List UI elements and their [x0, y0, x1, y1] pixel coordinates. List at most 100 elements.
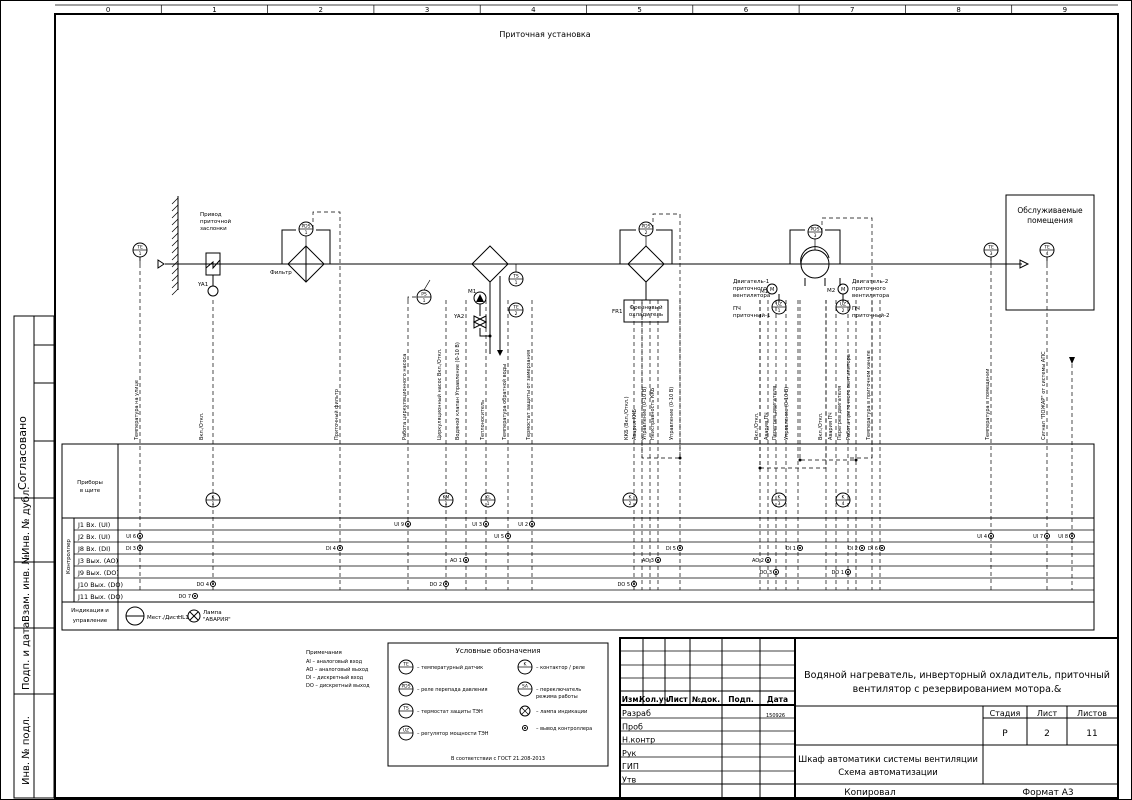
svg-text:2: 2 — [645, 230, 648, 236]
svg-text:DO 5: DO 5 — [617, 582, 630, 588]
svg-text:K: K — [778, 495, 782, 501]
legend-item-0: TE– температурный датчик — [398, 659, 483, 675]
svg-text:TE: TE — [987, 245, 994, 251]
signal-lines — [139, 211, 1073, 590]
legend-item-4: K– контактор / реле — [517, 659, 585, 675]
terminal-ui-7: UI 7 — [1033, 533, 1050, 540]
legend-item-1: PDS– реле перепада давления — [398, 681, 488, 697]
svg-text:UZ: UZ — [776, 302, 782, 308]
water-heater: M1 YA2 — [453, 245, 509, 356]
tb-role-3: Рук — [622, 749, 637, 758]
stage-label: Стадия — [990, 709, 1021, 718]
terminal-ao-1: AO 1 — [450, 557, 469, 564]
tb-header-2: Лист — [667, 695, 688, 704]
note-line-3: DO – дискретный выход — [306, 682, 370, 689]
instrument-te_out: TE1 — [132, 242, 148, 258]
svg-text:1: 1 — [305, 230, 308, 236]
panel-row-3: J3 Вых. (AO) — [77, 557, 118, 565]
panel-row-6: J11 Вых. (DO) — [77, 593, 123, 601]
svg-text:DO 3: DO 3 — [759, 570, 772, 576]
svg-text:AO 1: AO 1 — [450, 558, 462, 564]
sheets-label: Листов — [1077, 709, 1107, 718]
signal-label-14: Вкл./Откл. — [754, 412, 760, 440]
damper-actuator-icon — [207, 285, 219, 297]
signal-label-4: Циркуляционный насос Вкл./Откл. — [436, 348, 443, 440]
left-sidebar: Согласовано Инв. № дубл. Взам. инв. № По… — [13, 315, 55, 799]
sheet-value: 2 — [1044, 729, 1050, 739]
terminal-do-2: DO 2 — [429, 581, 449, 588]
tb-header-4: Подп. — [728, 695, 754, 704]
svg-text:KM: KM — [443, 495, 450, 501]
signal-label-3: Работа циркуляционного насоса — [402, 354, 408, 440]
ruler-col-3: 3 — [425, 6, 429, 14]
svg-text:PDS: PDS — [301, 224, 310, 230]
copied-label: Копировал — [844, 788, 895, 798]
signal-label-19: Авария ПЧ — [828, 412, 834, 440]
svg-text:DI 3: DI 3 — [126, 546, 136, 552]
fire-signal-arrow — [1069, 357, 1075, 364]
legend-footer: В соответствии с ГОСТ 21.208-2013 — [451, 756, 545, 762]
svg-text:3: 3 — [778, 501, 781, 507]
terminal-do-5: DO 5 — [617, 581, 637, 588]
panel-row-1: J2 Вх. (UI) — [77, 533, 110, 541]
filter: Фильтр — [270, 229, 331, 283]
svg-text:UI 9: UI 9 — [394, 522, 404, 528]
signal-label-10: Авария ККБ — [632, 408, 638, 440]
signal-label-23: Температура в помещении — [985, 369, 991, 441]
terminal-do-3: DO 3 — [759, 569, 779, 576]
svg-text:PDS: PDS — [810, 227, 819, 233]
svg-text:2: 2 — [842, 308, 845, 314]
signal-label-7: Температура обратной воды — [501, 364, 508, 441]
svg-text:DI 5: DI 5 — [666, 546, 676, 552]
instrument-uz1: UZ1 — [771, 299, 787, 315]
signal-label-15: Авария ПЧ — [764, 412, 770, 440]
svg-text:1: 1 — [778, 308, 781, 314]
signal-label-12: Неисправность ККБ — [650, 387, 656, 440]
svg-text:UI 2: UI 2 — [518, 522, 528, 528]
sheets-value: 11 — [1086, 729, 1097, 739]
terminal-do-7: DO 7 — [178, 593, 198, 600]
legend-item-6: – лампа индикации — [519, 705, 587, 717]
svg-text:1: 1 — [139, 251, 142, 257]
dev-date: 150926 — [766, 713, 785, 719]
svg-text:TE: TE — [402, 662, 409, 668]
tb-header-5: Дата — [767, 695, 788, 704]
terminal-di-4: DI 4 — [326, 545, 343, 552]
signal-label-5: Водяной клапан Управление (0-10 В) — [454, 342, 461, 440]
sidebar-sign-date: Подп. и дата — [21, 622, 32, 690]
svg-text:TE: TE — [136, 245, 143, 251]
svg-text:– контактор / реле: – контактор / реле — [536, 665, 585, 671]
svg-text:M: M — [770, 287, 774, 293]
svg-text:DO 1: DO 1 — [831, 570, 844, 576]
legend-item-7: – вывод контроллера — [522, 725, 592, 732]
svg-text:– реле перепада давления: – реле перепада давления — [417, 687, 488, 693]
panel-row-5: J10 Вых. (DO) — [77, 581, 123, 589]
svg-text:TE: TE — [1043, 245, 1050, 251]
sidebar-orig-inv: Инв. № подл. — [21, 716, 32, 785]
terminal-ui-5: UI 5 — [494, 533, 511, 540]
sidebar-dup-inv: Инв. № дубл. — [21, 487, 32, 555]
signal-label-11: Управление (0-10 В) — [642, 387, 648, 440]
svg-text:DI 1: DI 1 — [786, 546, 796, 552]
note-line-2: DI – дискретный вход — [306, 674, 364, 681]
ruler-col-5: 5 — [637, 6, 641, 14]
signal-label-1: Вкл./Откл. — [199, 412, 205, 440]
svg-text:TS: TS — [512, 274, 519, 280]
filter-label: Фильтр — [270, 270, 292, 276]
control-panel: J1 Вх. (UI)J2 Вх. (UI)J8 Вх. (DI)J3 Вых.… — [61, 443, 1095, 631]
svg-text:M: M — [841, 287, 845, 293]
signal-label-6: Теплоноситель — [480, 400, 486, 441]
svg-text:2: 2 — [629, 501, 632, 507]
signal-label-2: Приточный фильтр — [333, 389, 340, 440]
